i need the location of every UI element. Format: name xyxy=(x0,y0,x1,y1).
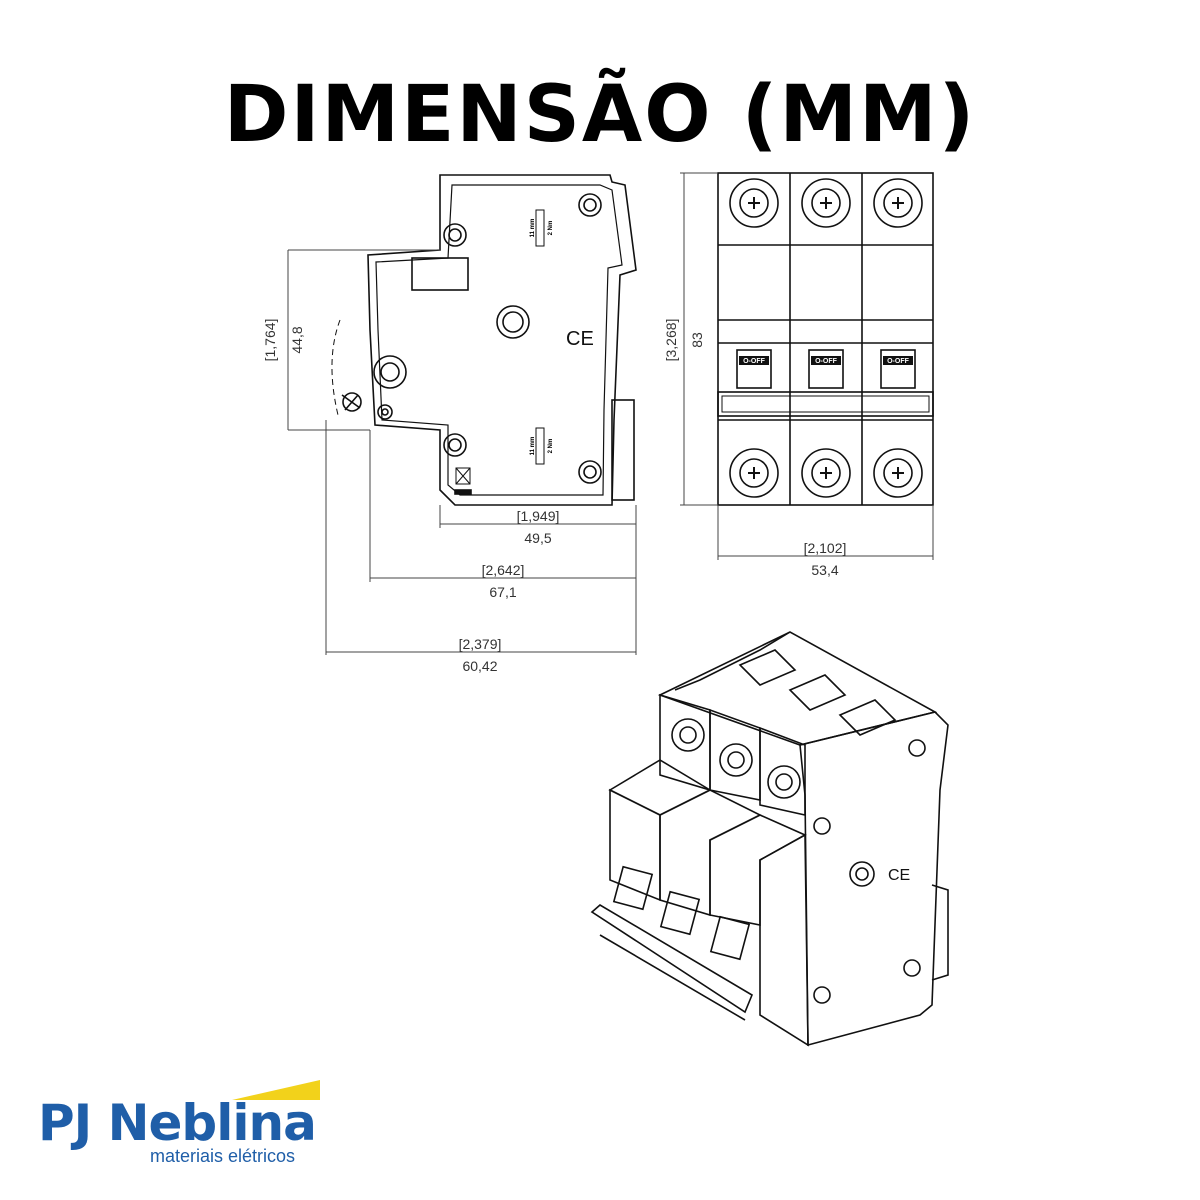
side-total-mm: 60,42 xyxy=(462,658,497,674)
side-depth-inch: [1,949] xyxy=(517,508,560,524)
torque-bot-b: 2 Nm xyxy=(548,439,554,454)
side-height-inch: [1,764] xyxy=(262,319,278,362)
brand-logo: PJ Neblina xyxy=(38,1094,317,1152)
front-width-inch: [2,102] xyxy=(804,540,847,556)
page-title: DIMENSÃO (MM) xyxy=(223,70,977,160)
isometric-view xyxy=(590,631,949,1047)
front-dimension-lines xyxy=(680,172,934,560)
switch-label-3: O-OFF xyxy=(887,358,909,365)
side-width-inch: [2,642] xyxy=(482,562,525,578)
logo-accent-icon xyxy=(232,1080,320,1100)
front-view xyxy=(717,172,934,506)
torque-top-a: 11 mm xyxy=(530,219,536,238)
switch-label-2: O-OFF xyxy=(815,358,837,365)
switch-label-1: O-OFF xyxy=(743,358,765,365)
ce-mark: CE xyxy=(566,328,594,350)
side-height-mm: 44,8 xyxy=(289,326,305,353)
side-total-inch: [2,379] xyxy=(459,636,502,652)
front-height-mm: 83 xyxy=(689,332,705,348)
front-view-labels: [3,268] 83 [2,102] 53,4 O-OFF O-OFF O-OF… xyxy=(663,319,913,578)
torque-top-b: 2 Nm xyxy=(548,221,554,236)
front-height-inch: [3,268] xyxy=(663,319,679,362)
side-dimension-lines xyxy=(287,249,637,655)
brand-tagline: materiais elétricos xyxy=(150,1146,296,1166)
torque-bot-a: 11 mm xyxy=(530,437,536,456)
isometric-labels: CE xyxy=(888,867,910,884)
side-depth-mm: 49,5 xyxy=(524,530,551,546)
iso-ce-mark: CE xyxy=(888,867,910,884)
side-view xyxy=(331,174,637,506)
front-width-mm: 53,4 xyxy=(811,562,838,578)
side-view-labels: [1,764] 44,8 [1,949] 49,5 [2,642] 67,1 [… xyxy=(262,219,594,674)
side-width-mm: 67,1 xyxy=(489,584,516,600)
